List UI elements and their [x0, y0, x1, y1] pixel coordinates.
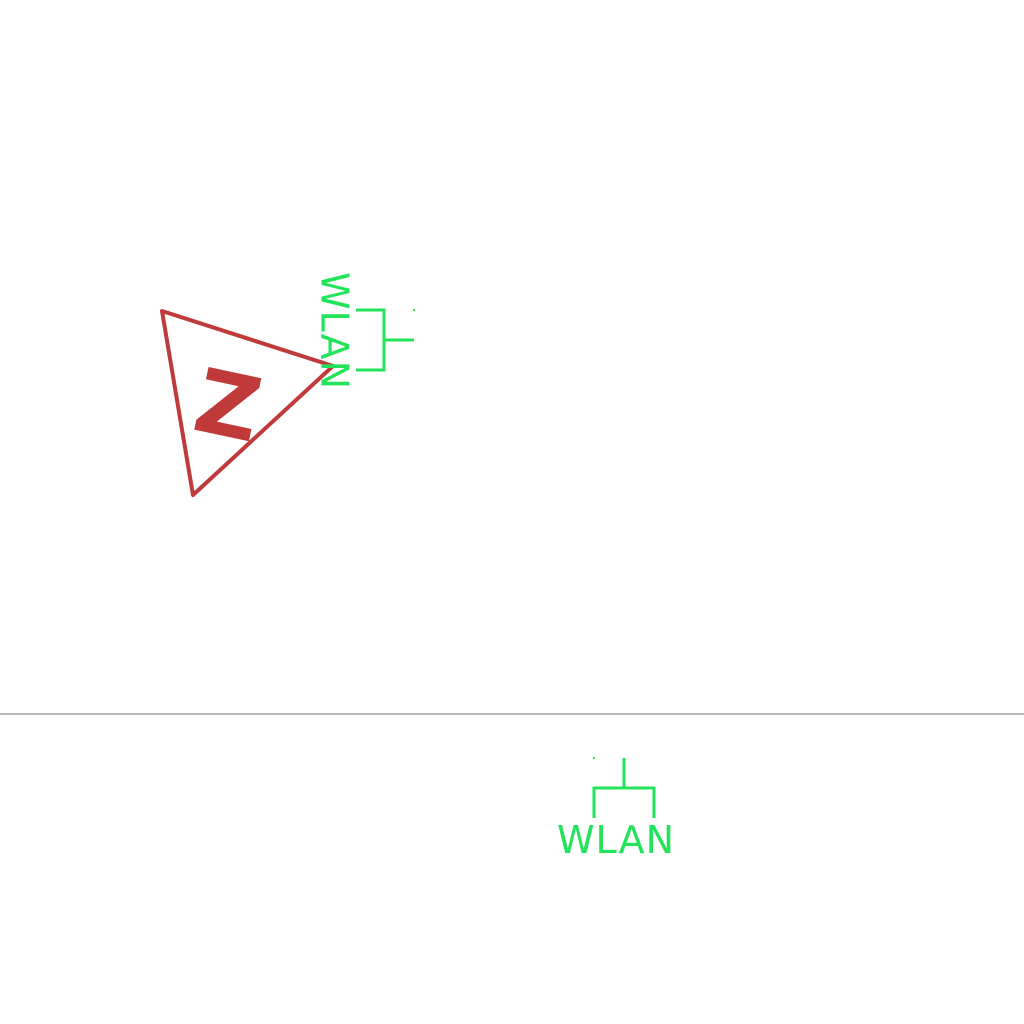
triangle-outline [160, 309, 335, 497]
wlan-upper-bracket [356, 308, 386, 372]
triangle-label: Z [186, 348, 270, 462]
wlan-symbol-lower[interactable]: WLAN [557, 757, 675, 862]
wlan-lower-bracket [592, 786, 656, 818]
wlan-symbol-upper[interactable]: WLAN [313, 272, 415, 390]
wlan-upper-label: WLAN [313, 272, 357, 390]
triangle-marker[interactable]: Z [160, 309, 335, 497]
wlan-lower-label: WLAN [557, 818, 675, 862]
